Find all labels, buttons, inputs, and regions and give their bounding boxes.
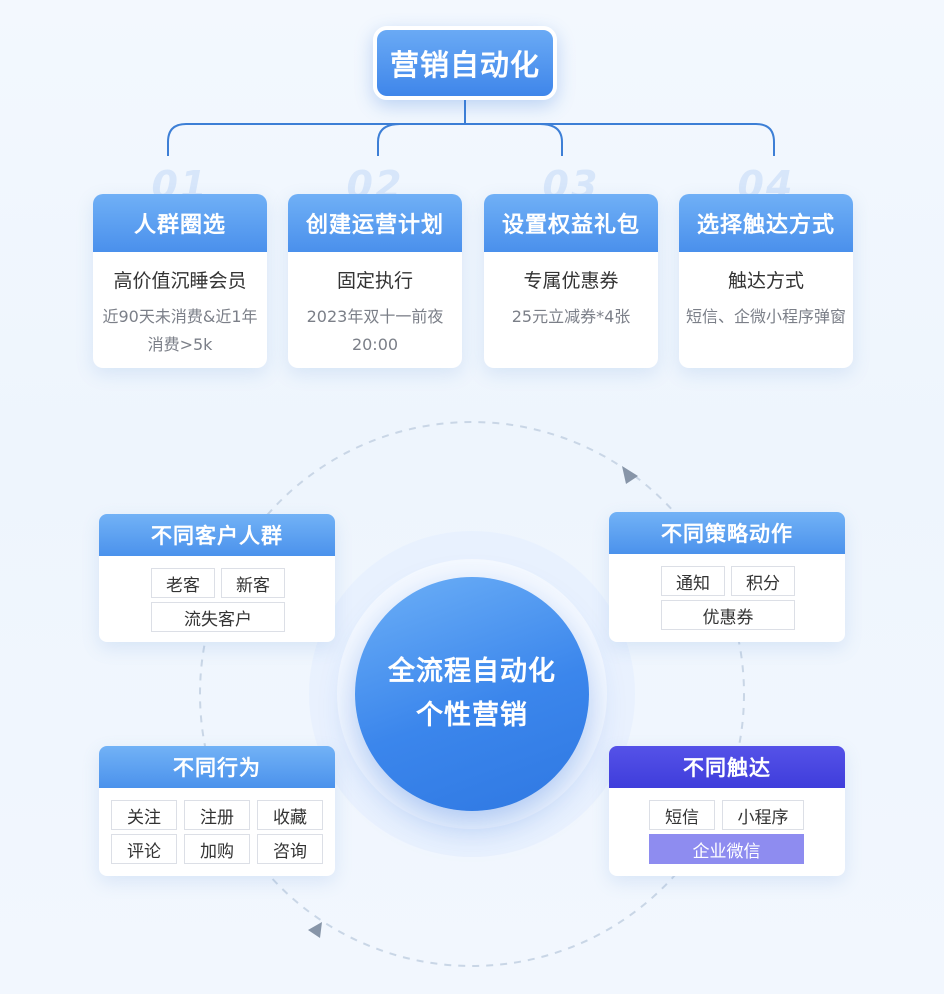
step-title: 创建运营计划 [288, 194, 462, 252]
center-line-2: 个性营销 [416, 700, 528, 731]
step-main: 固定执行 [336, 270, 413, 292]
panel-behavior: 不同行为 关注 注册 收藏 评论 加购 咨询 [99, 746, 335, 876]
arrow-icon [308, 922, 322, 938]
step-sub: 短信、企微小程序弹窗 [685, 307, 846, 326]
center-circle: 全流程自动化 个性营销 [355, 577, 589, 811]
step-card-1: 人群圈选 高价值沉睡会员 近90天未消费&近1年消费>5k [93, 194, 267, 368]
panel-title: 不同策略动作 [609, 512, 845, 554]
tag: 咨询 [257, 834, 323, 864]
panel-title: 不同客户人群 [99, 514, 335, 556]
step-main: 高价值沉睡会员 [113, 270, 247, 292]
center-line-1: 全流程自动化 [388, 656, 556, 687]
tag: 积分 [731, 566, 795, 596]
step-title: 人群圈选 [93, 194, 267, 252]
panel-customers: 不同客户人群 老客 新客 流失客户 [99, 514, 335, 642]
tag: 老客 [151, 568, 215, 598]
step-sub: 25元立减券*4张 [511, 307, 631, 326]
step-main: 专属优惠券 [523, 270, 619, 292]
panel-title: 不同行为 [99, 746, 335, 788]
tag: 通知 [661, 566, 725, 596]
panel-reach: 不同触达 短信 小程序 企业微信 [609, 746, 845, 876]
step-sub: 近90天未消费&近1年消费>5k [102, 307, 258, 354]
tag: 小程序 [722, 800, 804, 830]
step-sub: 2023年双十一前夜20:00 [306, 307, 444, 354]
arrow-icon [622, 466, 638, 484]
step-card-4: 选择触达方式 触达方式 短信、企微小程序弹窗 [679, 194, 853, 368]
tag: 关注 [111, 800, 177, 830]
tag: 注册 [184, 800, 250, 830]
tag: 收藏 [257, 800, 323, 830]
step-card-3: 设置权益礼包 专属优惠券 25元立减券*4张 [484, 194, 658, 368]
step-title: 选择触达方式 [679, 194, 853, 252]
step-main: 触达方式 [727, 270, 804, 292]
tag: 优惠券 [661, 600, 795, 630]
tag: 流失客户 [151, 602, 285, 632]
tag: 新客 [221, 568, 285, 598]
step-card-2: 创建运营计划 固定执行 2023年双十一前夜20:00 [288, 194, 462, 368]
panel-strategy: 不同策略动作 通知 积分 优惠券 [609, 512, 845, 642]
tree-connector [167, 100, 775, 156]
step-title: 设置权益礼包 [484, 194, 658, 252]
tag: 短信 [649, 800, 715, 830]
tag-highlighted: 企业微信 [649, 834, 804, 864]
tag: 评论 [111, 834, 177, 864]
panel-title: 不同触达 [609, 746, 845, 788]
top-title: 营销自动化 [373, 26, 557, 100]
tag: 加购 [184, 834, 250, 864]
